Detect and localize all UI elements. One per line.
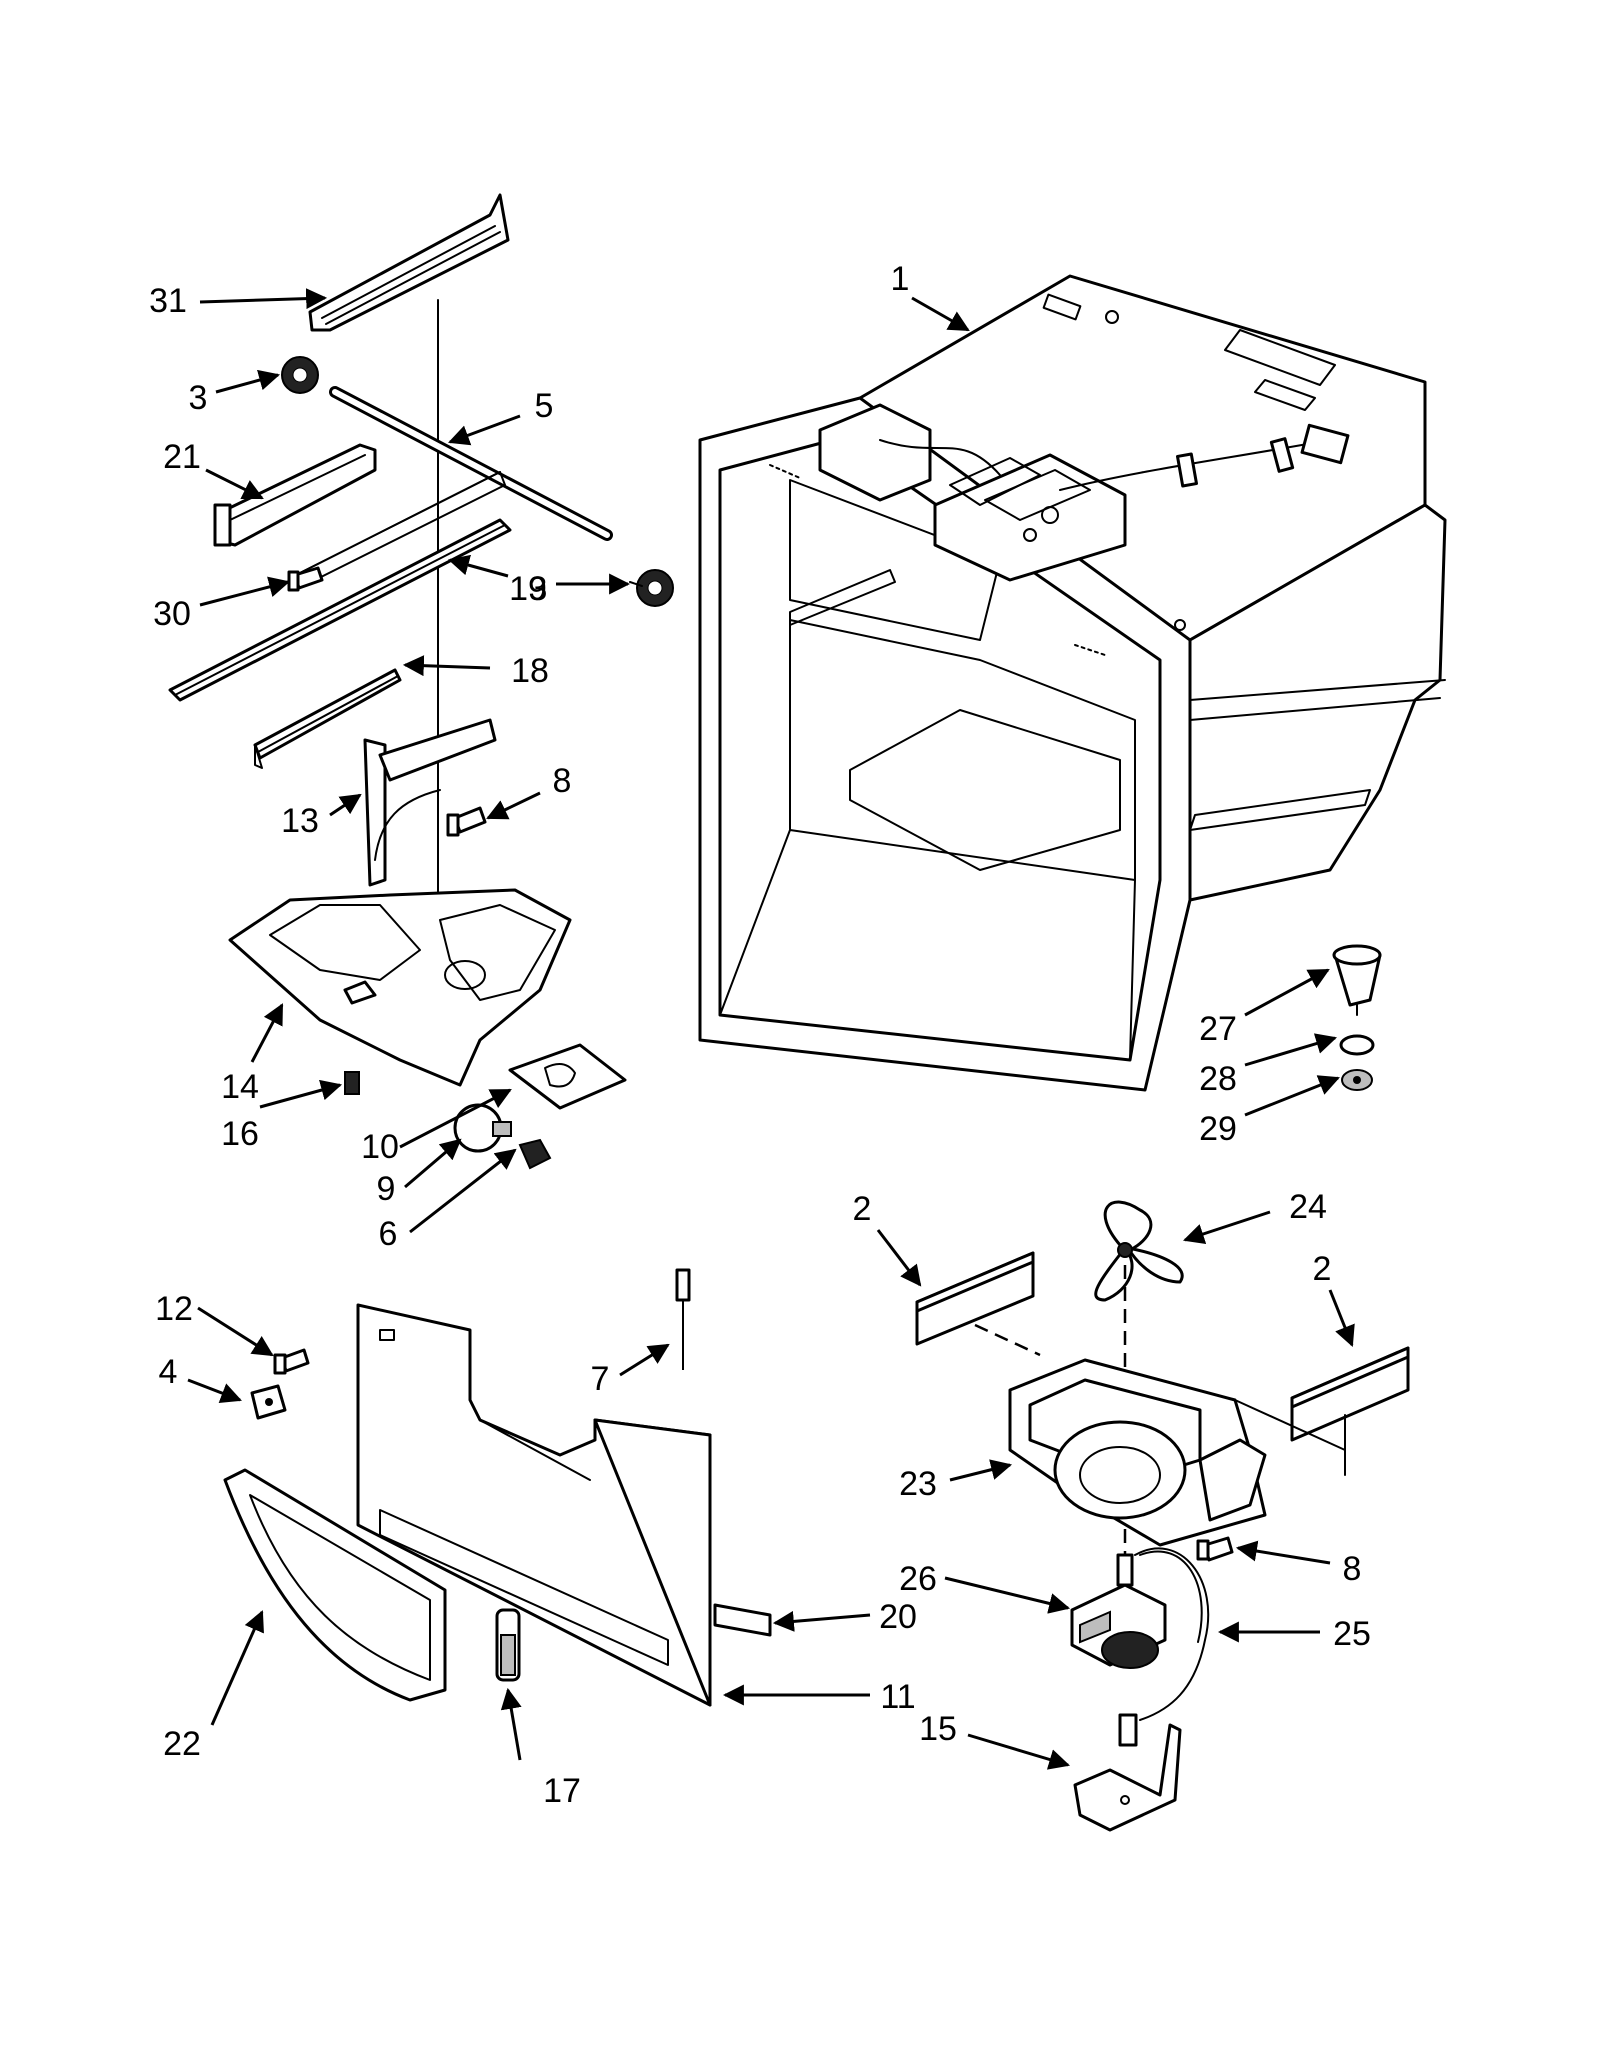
callout-27: 27 (1199, 1010, 1237, 1048)
part-26-fan-motor (1070, 1553, 1167, 1669)
assembly-line-foam-left (974, 1323, 1041, 1357)
part-31-top-rail (308, 193, 510, 332)
part-16-switch (344, 1071, 360, 1095)
callout-8-upper: 8 (553, 762, 572, 800)
part-28-drain-seal (1339, 1034, 1375, 1056)
callout-15: 15 (919, 1710, 957, 1748)
callout-11: 11 (880, 1678, 915, 1716)
callout-10: 10 (361, 1128, 399, 1166)
callout-labels: 1 2 2 3 3 4 5 6 7 8 8 9 10 11 12 13 14 1… (149, 260, 1371, 1810)
callout-24: 24 (1289, 1188, 1327, 1226)
part-2-foam-block-left (915, 1251, 1035, 1346)
callout-21: 21 (163, 438, 201, 476)
callout-9: 9 (377, 1170, 396, 1208)
callout-19: 19 (509, 570, 547, 608)
part-15-motor-bracket (1073, 1713, 1182, 1832)
callout-2-right: 2 (1313, 1250, 1332, 1288)
callout-16: 16 (221, 1115, 259, 1153)
callout-22: 22 (163, 1725, 201, 1763)
part-18-slide (253, 668, 402, 769)
callout-17: 17 (543, 1772, 581, 1810)
part-30-screw (287, 566, 324, 592)
part-25-wire-harness (1134, 1547, 1210, 1721)
callout-29: 29 (1199, 1110, 1237, 1148)
part-14-light-housing (228, 888, 572, 1087)
callout-1: 1 (891, 260, 910, 298)
part-10-lens (508, 1043, 627, 1110)
part-23-fan-housing (1008, 1358, 1267, 1547)
part-2-foam-block-right (1290, 1346, 1410, 1442)
part-11-rear-panel (356, 1303, 712, 1707)
part-3-gear-bottom (629, 569, 674, 607)
callout-5: 5 (535, 387, 554, 425)
callout-30: 30 (153, 595, 191, 633)
callout-13: 13 (281, 802, 319, 840)
part-8-screw-upper (446, 806, 487, 837)
part-24-fan-blade (1094, 1200, 1184, 1302)
callout-20: 20 (879, 1598, 917, 1636)
part-29-drain-plug (1341, 1069, 1373, 1091)
callout-18: 18 (511, 652, 549, 690)
assembly-line-housing (1234, 1399, 1346, 1451)
part-5-shaft (329, 386, 613, 541)
part-20-foam-strip (713, 1603, 772, 1637)
part-13-side-bracket (363, 718, 497, 887)
callout-26: 26 (899, 1560, 937, 1598)
part-7-thermistor (675, 1268, 691, 1370)
leader-arrows (187, 288, 1355, 1770)
callout-12: 12 (155, 1290, 193, 1328)
callout-3-bottom: 3 (529, 570, 548, 608)
callout-31: 31 (149, 282, 187, 320)
part-27-drain-funnel (1332, 944, 1382, 1016)
callout-6: 6 (379, 1215, 398, 1253)
part-freezer-liner (698, 274, 1447, 1092)
part-4-clip (250, 1384, 287, 1420)
callout-14: 14 (221, 1068, 259, 1106)
part-17-clip (495, 1608, 521, 1682)
callout-4: 4 (159, 1353, 178, 1391)
part-8-screw-lower (1196, 1536, 1234, 1562)
callout-3-top: 3 (189, 379, 208, 417)
callout-23: 23 (899, 1465, 937, 1503)
callout-7: 7 (591, 1360, 610, 1398)
callout-8-lower: 8 (1343, 1550, 1362, 1588)
part-3-gear-top (281, 356, 319, 394)
part-21-slide-bracket (213, 443, 377, 547)
part-19-slide-rail (168, 471, 512, 702)
part-12-screw (273, 1348, 310, 1375)
callout-25: 25 (1333, 1615, 1371, 1653)
part-9-bulb (453, 1103, 512, 1153)
callout-28: 28 (1199, 1060, 1237, 1098)
callout-2-left: 2 (853, 1190, 872, 1228)
part-6-socket (518, 1138, 552, 1170)
part-22-grille (223, 1468, 447, 1702)
